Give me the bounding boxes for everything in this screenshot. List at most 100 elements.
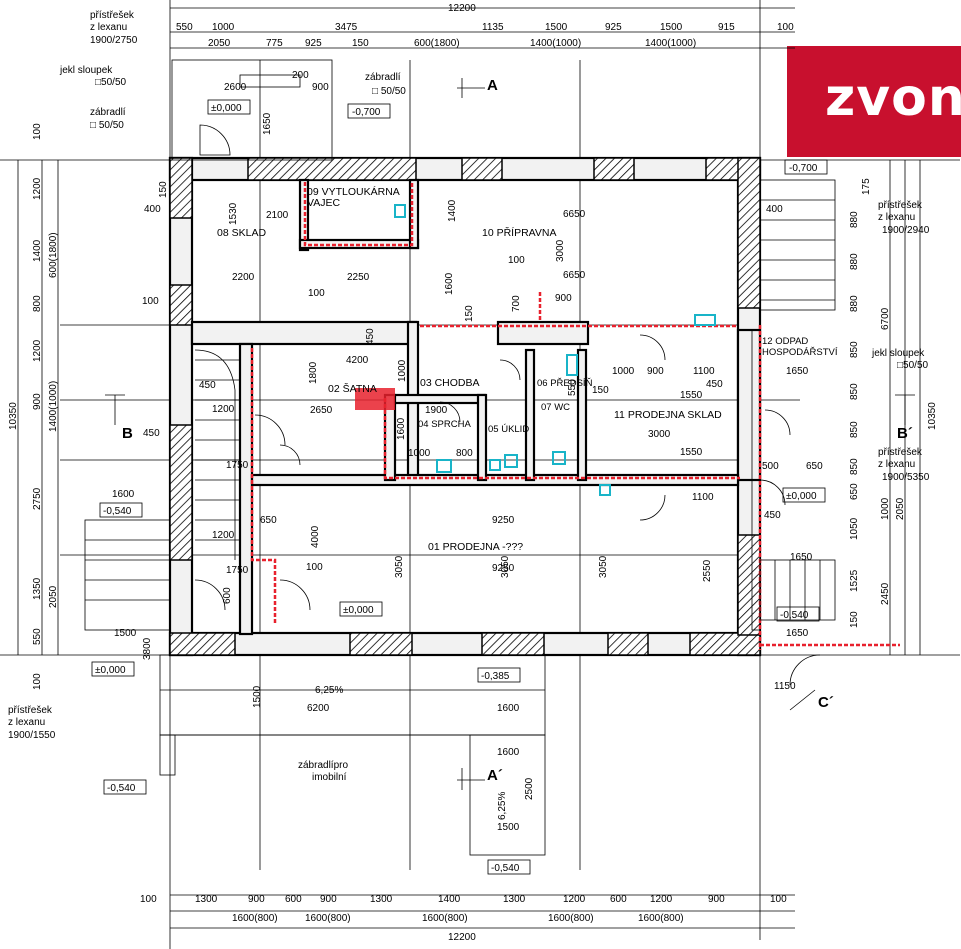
dim-text: 1650 bbox=[786, 366, 809, 377]
note: z lexanu bbox=[878, 212, 915, 223]
dim-text: 1050 bbox=[849, 517, 860, 540]
dim-text: 1500 bbox=[545, 22, 568, 33]
dim-text: 3050 bbox=[500, 555, 511, 578]
dim-text: 1135 bbox=[482, 22, 504, 33]
dim-text: 1600(800) bbox=[638, 913, 684, 924]
dim-text: 2200 bbox=[232, 272, 255, 283]
dim-text: 6200 bbox=[307, 703, 330, 714]
dim-text: 600 bbox=[610, 894, 627, 905]
level-mark: -0,540 bbox=[103, 506, 132, 517]
dim-text: 600(1800) bbox=[48, 232, 59, 278]
dim-text: 450 bbox=[199, 380, 216, 391]
dim-text: 6650 bbox=[563, 270, 586, 281]
dim-text: 1600 bbox=[497, 703, 520, 714]
dim-text: 2050 bbox=[208, 38, 231, 49]
dim-text: 800 bbox=[456, 448, 473, 459]
dim-total: 10350 bbox=[927, 402, 938, 430]
dim-text: 915 bbox=[718, 22, 735, 33]
dim-text: 1300 bbox=[370, 894, 393, 905]
level-mark: -0,700 bbox=[352, 107, 381, 118]
note: 1900/2750 bbox=[90, 35, 138, 46]
dim-text: 900 bbox=[647, 366, 664, 377]
dim-text: 2500 bbox=[524, 777, 535, 800]
dim-text: 2600 bbox=[224, 82, 247, 93]
dim-text: 2050 bbox=[895, 497, 906, 520]
dim-text: 1200 bbox=[212, 404, 235, 415]
dim-text: 1400 bbox=[447, 199, 458, 222]
dim-text: 100 bbox=[308, 288, 325, 299]
dim-text: 1500 bbox=[114, 628, 137, 639]
dim-text: 1525 bbox=[849, 569, 860, 592]
dim-text: 3050 bbox=[598, 555, 609, 578]
dim-text: 1600(800) bbox=[548, 913, 594, 924]
level-marks: ±0,000 -0,700 -0,700 ±0,000 ±0,000 ±0,00… bbox=[91, 99, 828, 875]
dim-text: 150 bbox=[464, 305, 475, 322]
dim-text: 900 bbox=[248, 894, 265, 905]
dim-text: 1500 bbox=[252, 685, 263, 708]
section-label: C´ bbox=[818, 694, 834, 711]
note: zábradlí bbox=[365, 72, 401, 83]
dim-text: 150 bbox=[158, 181, 169, 198]
dim-text: 200 bbox=[292, 70, 309, 81]
dimensions-bottom: 100 1300 900 600 900 1300 1400 1300 1200… bbox=[140, 894, 787, 943]
room-label: 11 PRODEJNA SKLAD bbox=[614, 409, 722, 421]
room-label: 06 PŘEDSÍŇ bbox=[537, 378, 593, 389]
note: 1900/1550 bbox=[8, 730, 56, 741]
dimensions-interior: 6650 6650 100 1400 3000 1600 150 900 700… bbox=[112, 70, 823, 833]
dim-text: 3050 bbox=[394, 555, 405, 578]
brand-logo-text: zvon bbox=[825, 68, 961, 128]
dim-text: 400 bbox=[144, 204, 161, 215]
dim-text: 2100 bbox=[266, 210, 289, 221]
dim-text: 2450 bbox=[880, 582, 891, 605]
dim-text: 925 bbox=[605, 22, 622, 33]
dim-text: 450 bbox=[365, 328, 376, 345]
dim-text: 900 bbox=[708, 894, 725, 905]
dim-text: 100 bbox=[142, 296, 159, 307]
dim-text: 1000 bbox=[612, 366, 635, 377]
dim-text: 1550 bbox=[680, 447, 703, 458]
dim-text: 850 bbox=[849, 458, 860, 475]
dim-text: 2650 bbox=[310, 405, 333, 416]
dim-text: 9250 bbox=[492, 515, 515, 526]
note: jekl sloupek bbox=[871, 348, 925, 359]
dim-text: 100 bbox=[306, 562, 323, 573]
dim-text: 3475 bbox=[335, 22, 358, 33]
dim-text: 700 bbox=[511, 295, 522, 312]
dim-text: 3800 bbox=[142, 637, 153, 660]
dim-text: 1900 bbox=[425, 405, 448, 416]
dim-text: 175 bbox=[861, 178, 872, 195]
dim-text: 150 bbox=[352, 38, 369, 49]
dim-text: 2050 bbox=[48, 585, 59, 608]
slope-mark: 6,25% bbox=[497, 792, 508, 820]
note: z lexanu bbox=[90, 22, 127, 33]
dim-text: 650 bbox=[260, 515, 277, 526]
dim-text: 880 bbox=[849, 295, 860, 312]
dim-text: 100 bbox=[32, 123, 43, 140]
dim-text: 1600 bbox=[444, 272, 455, 295]
brand-logo: zvon bbox=[787, 46, 961, 157]
dimensions-top: 12200 550 1000 3475 1135 1500 925 1500 9… bbox=[176, 3, 794, 49]
room-label: 09 VYTLOUKÁRNA bbox=[307, 185, 400, 198]
dim-text: 1750 bbox=[226, 565, 249, 576]
room-label: 01 PRODEJNA -??? bbox=[428, 541, 523, 553]
dim-text: 450 bbox=[706, 379, 723, 390]
dim-text: 100 bbox=[777, 22, 794, 33]
dim-text: 550 bbox=[32, 628, 43, 645]
level-mark: -0,385 bbox=[481, 671, 510, 682]
room-label: 02 ŠATNA bbox=[328, 382, 377, 395]
dim-text: 3000 bbox=[648, 429, 671, 440]
dim-text: 600(1800) bbox=[414, 38, 460, 49]
level-mark: ±0,000 bbox=[211, 103, 242, 114]
dim-text: 100 bbox=[508, 255, 525, 266]
dim-text: 2750 bbox=[32, 487, 43, 510]
dim-text: 850 bbox=[849, 383, 860, 400]
dim-text: 1650 bbox=[790, 552, 813, 563]
dim-text: 450 bbox=[764, 510, 781, 521]
dim-text: 1200 bbox=[563, 894, 586, 905]
dim-text: 900 bbox=[555, 293, 572, 304]
section-label: A bbox=[487, 77, 498, 94]
dim-text: 1650 bbox=[786, 628, 809, 639]
room-label: 05 ÚKLID bbox=[488, 424, 529, 435]
dim-text: 1200 bbox=[32, 339, 43, 362]
